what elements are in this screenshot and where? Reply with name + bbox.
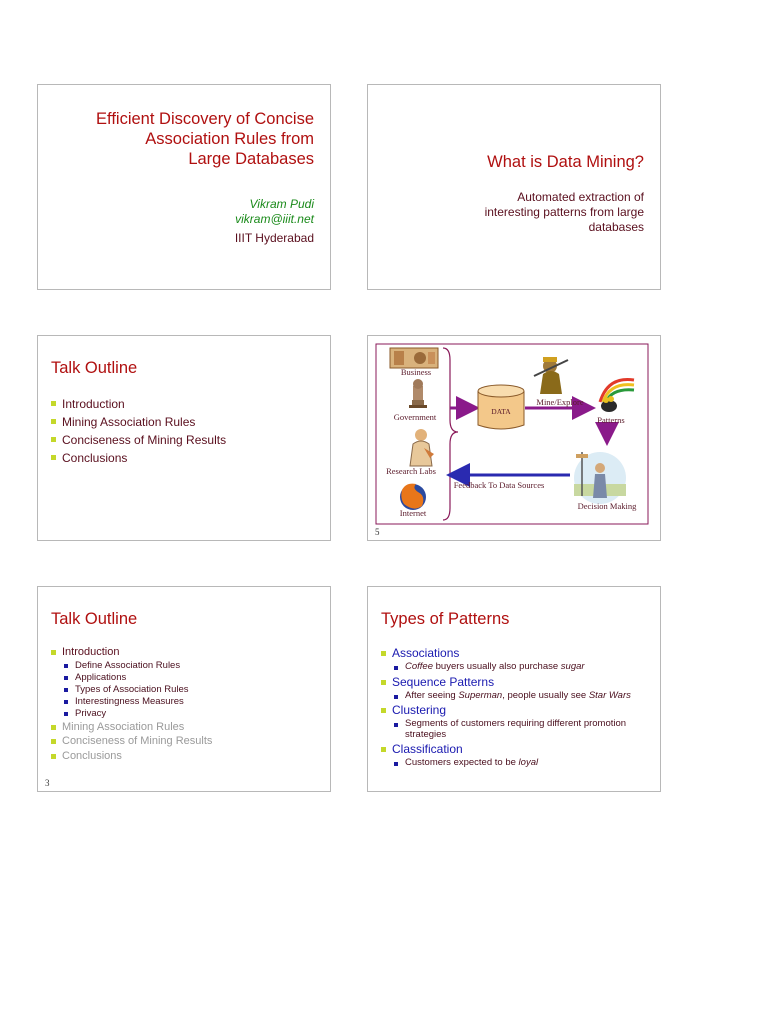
example-text: Customers expected to be xyxy=(405,757,519,768)
sub-item: Interestingness Measures xyxy=(64,696,212,708)
example-text: Segments of customers requiring differen… xyxy=(405,718,627,740)
source-label: Government xyxy=(394,412,437,422)
list-item: Mining Association Rules xyxy=(51,720,212,735)
example-text: , people usually see xyxy=(502,689,589,701)
list-item: Introduction Define Association Rules Ap… xyxy=(51,645,212,720)
list-item: Conclusions xyxy=(51,749,212,764)
pattern-example: Customers expected to be loyal xyxy=(394,757,660,769)
mining-process-diagram: Business Government Research Labs Intern… xyxy=(375,343,649,525)
slide-data-mining-diagram: Business Government Research Labs Intern… xyxy=(367,335,661,541)
patterns-label: Patterns xyxy=(597,415,624,425)
list-item: Conciseness of Mining Results xyxy=(51,734,212,749)
slide-heading: What is Data Mining? xyxy=(487,153,644,171)
outline-list: Introduction Mining Association Rules Co… xyxy=(51,395,226,467)
slide-talk-outline: Talk Outline Introduction Mining Associa… xyxy=(37,335,331,541)
sub-item: Types of Association Rules xyxy=(64,684,212,696)
example-text: Star Wars xyxy=(588,689,631,701)
slide-title: Efficient Discovery of Concise Associati… xyxy=(37,84,331,290)
example-text: Superman xyxy=(458,689,503,701)
author-block: Vikram Pudi vikram@iiit.net IIIT Hyderab… xyxy=(235,197,314,246)
list-item-label: Introduction xyxy=(62,646,120,658)
diagram-frame xyxy=(375,343,649,525)
sub-list: Define Association Rules Applications Ty… xyxy=(62,660,212,720)
data-label: DATA xyxy=(491,407,511,416)
author-email: vikram@iiit.net xyxy=(235,212,314,226)
feedback-label: Feedback To Data Sources xyxy=(454,480,545,490)
example-text: sugar xyxy=(560,661,585,672)
pattern-example: Segments of customers requiring differen… xyxy=(394,718,660,740)
title-line: Association Rules from xyxy=(145,130,314,148)
emblem-icon xyxy=(409,379,427,408)
pattern-name: Associations xyxy=(392,646,460,660)
slide-heading: Talk Outline xyxy=(51,610,138,628)
mine-label: Mine/Explore xyxy=(536,397,583,407)
page-number: 5 xyxy=(375,527,380,537)
pattern-example-list: After seeing Superman, people usually se… xyxy=(392,689,660,702)
source-label: Internet xyxy=(400,508,427,518)
page-number: 3 xyxy=(45,778,50,788)
definition-line: interesting patterns from large xyxy=(484,205,644,219)
decision-label: Decision Making xyxy=(578,501,638,511)
example-text: After seeing xyxy=(405,689,459,701)
pattern-example: Coffee buyers usually also purchase suga… xyxy=(394,661,660,673)
title-line: Large Databases xyxy=(188,150,314,168)
slide-talk-outline-detail: Talk Outline Introduction Define Associa… xyxy=(37,586,331,792)
list-item: Conciseness of Mining Results xyxy=(51,431,226,449)
list-item: Mining Association Rules xyxy=(51,413,226,431)
sub-item: Applications xyxy=(64,672,212,684)
rainbow-pot-icon xyxy=(598,377,635,412)
slide-heading: Types of Patterns xyxy=(381,610,510,628)
pattern-example-list: Segments of customers requiring differen… xyxy=(392,718,660,740)
decision-maker-icon xyxy=(574,452,626,504)
pattern-name: Sequence Patterns xyxy=(392,674,495,689)
pattern-name: Classification xyxy=(392,742,463,756)
institution: IIIT Hyderabad xyxy=(234,231,314,245)
database-icon xyxy=(477,384,525,430)
definition-line: Automated extraction of xyxy=(517,190,644,204)
pattern-example-list: Coffee buyers usually also purchase suga… xyxy=(392,661,660,673)
list-item: Introduction xyxy=(51,395,226,413)
example-text: Coffee xyxy=(405,661,433,672)
definition-text: Automated extraction of interesting patt… xyxy=(485,190,644,235)
pattern-example: After seeing Superman, people usually se… xyxy=(394,689,660,702)
scientist-icon xyxy=(409,429,434,467)
pattern-example-list: Customers expected to be loyal xyxy=(392,757,660,769)
slide-what-is-data-mining: What is Data Mining? Automated extractio… xyxy=(367,84,661,290)
firefox-icon xyxy=(400,483,426,510)
pattern-name: Clustering xyxy=(392,703,447,717)
example-text: loyal xyxy=(518,757,539,768)
title-line: Efficient Discovery of Concise xyxy=(96,110,314,128)
slide-heading: Talk Outline xyxy=(51,359,138,377)
brace-shape xyxy=(442,347,459,521)
list-item: Conclusions xyxy=(51,449,226,467)
author-name: Vikram Pudi xyxy=(249,197,314,211)
source-label: Research Labs xyxy=(386,466,436,476)
sub-item: Privacy xyxy=(64,708,212,720)
sub-item: Define Association Rules xyxy=(64,660,212,672)
outline-list: Introduction Define Association Rules Ap… xyxy=(51,645,212,763)
presentation-title: Efficient Discovery of Concise Associati… xyxy=(96,109,314,169)
example-text: buyers usually also purchase xyxy=(433,661,561,672)
banknote-icon xyxy=(389,347,439,369)
source-label: Business xyxy=(401,367,431,377)
definition-line: databases xyxy=(588,220,644,234)
miner-icon xyxy=(533,357,569,394)
